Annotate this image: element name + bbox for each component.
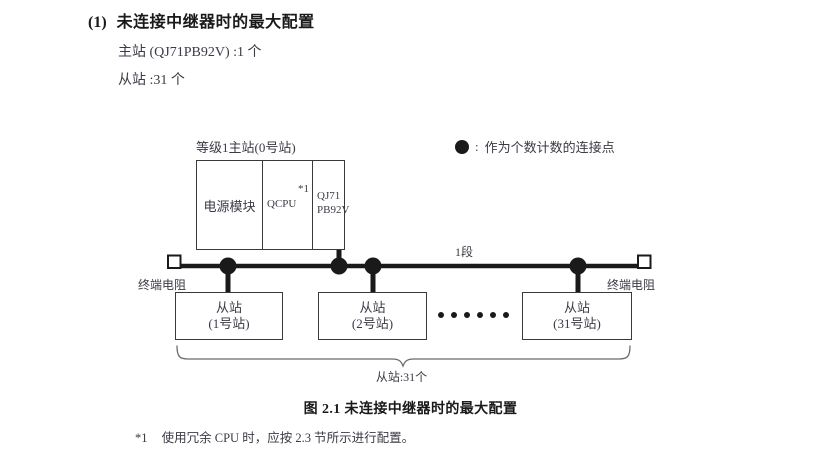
footnote: *1 使用冗余 CPU 时，应按 2.3 节所示进行配置。 — [135, 427, 414, 446]
module-network-label-line1: QJ71 — [317, 190, 341, 202]
spec-slave-line: 从站 :31 个 — [118, 73, 185, 88]
terminating-resistor-square-icon-left — [167, 254, 182, 269]
header-block: (1) 未连接中继器时的最大配置 主站 (QJ71PB92V) :1 个 从站 … — [88, 8, 788, 89]
segment-label: 1段 — [455, 245, 474, 259]
ellipsis-dot-icon — [490, 312, 496, 318]
slave-station-box-31: 从站 (31号站) — [522, 292, 632, 340]
section-number: (1) — [88, 14, 107, 31]
footnote-mark: *1 — [135, 431, 148, 445]
connection-node-dot-icon-master — [330, 257, 348, 275]
slave-station-box-1: 从站 (1号站) — [175, 292, 283, 340]
page-title: (1) 未连接中继器时的最大配置 — [88, 8, 788, 32]
spec-master-line: 主站 (QJ71PB92V) :1 个 — [118, 45, 262, 60]
master-station-module-block: 电源模块 QCPU *1 QJ71 PB92V — [196, 160, 349, 250]
module-cell-cpu: QCPU *1 — [263, 161, 313, 249]
ellipsis-dots — [438, 312, 509, 318]
connection-node-dot-icon-slave-31 — [569, 257, 587, 275]
slave-box-title: 从站 — [563, 299, 590, 315]
slave-count-brace-label: 从站:31个 — [0, 368, 821, 385]
terminating-resistor-square-icon-right — [637, 254, 652, 269]
module-cell-power-supply: 电源模块 — [197, 161, 263, 249]
section-title: 未连接中继器时的最大配置 — [116, 14, 315, 31]
legend-colon: : — [475, 138, 479, 154]
legend-label: 作为个数计数的连接点 — [484, 140, 615, 155]
module-cpu-label: QCPU — [267, 198, 297, 210]
ellipsis-dot-icon — [477, 312, 483, 318]
slave-box-station-number: (31号站) — [553, 316, 601, 331]
footnote-reference-mark: *1 — [298, 183, 309, 195]
ellipsis-dot-icon — [464, 312, 470, 318]
footnote-text: 使用冗余 CPU 时，应按 2.3 节所示进行配置。 — [161, 431, 415, 445]
slave-box-title: 从站 — [359, 299, 386, 315]
terminator-label-left: 终端电阻 — [138, 278, 187, 292]
ellipsis-dot-icon — [438, 312, 444, 318]
slave-count-brace — [176, 345, 631, 368]
slave-count-brace-label-text: 从站:31个 — [375, 370, 428, 384]
terminator-label-right: 终端电阻 — [607, 278, 656, 292]
master-station-caption: 等级1主站(0号站) — [196, 140, 296, 155]
connection-node-dot-icon-slave-1 — [219, 257, 237, 275]
module-network-label-line2: PB92V — [317, 204, 350, 216]
module-cell-network-unit: QJ71 PB92V — [313, 161, 349, 249]
legend: : 作为个数计数的连接点 — [455, 137, 615, 156]
ellipsis-dot-icon — [503, 312, 509, 318]
slave-box-title: 从站 — [215, 299, 242, 315]
slave-station-box-2: 从站 (2号站) — [318, 292, 427, 340]
figure-caption: 图 2.1 未连接中继器时的最大配置 — [303, 402, 518, 417]
slave-box-station-number: (2号站) — [351, 316, 394, 331]
connection-node-dot-icon-slave-2 — [364, 257, 382, 275]
slave-box-station-number: (1号站) — [208, 316, 250, 331]
filled-circle-icon — [455, 139, 469, 154]
ellipsis-dot-icon — [451, 312, 457, 318]
